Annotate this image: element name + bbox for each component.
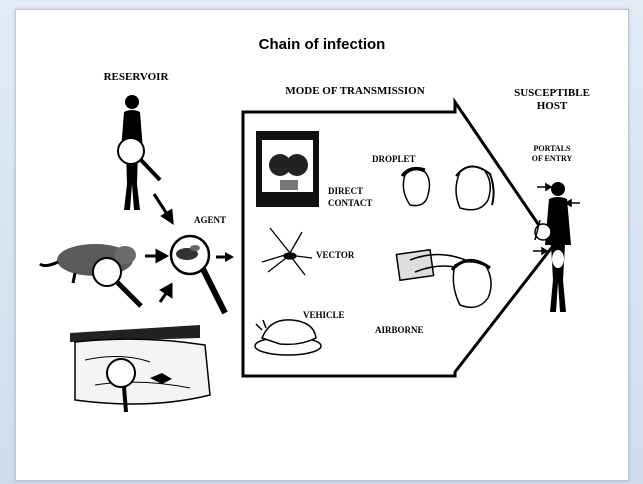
direct-contact-image <box>256 131 319 207</box>
airborne-label: AIRBORNE <box>375 325 424 335</box>
reservoir-animal-magnifier-icon <box>93 258 141 306</box>
direct-contact-label-line2: CONTACT <box>328 198 372 208</box>
portals-of-entry-label-line1: PORTALS <box>534 144 571 153</box>
reservoir-animal-figure <box>40 244 136 283</box>
vector-label: VECTOR <box>316 250 355 260</box>
reservoir-human-magnifier-icon <box>118 138 160 180</box>
direct-contact-label-line1: DIRECT <box>328 186 363 196</box>
reservoir-to-agent-arrows <box>145 194 172 302</box>
agent-label: AGENT <box>194 215 226 225</box>
reservoir-environment-figure <box>70 325 210 404</box>
agent-to-transmission-arrow <box>216 252 234 262</box>
diagram-title: Chain of infection <box>259 36 386 53</box>
mode-of-transmission-label: MODE OF TRANSMISSION <box>285 85 424 97</box>
reservoir-label: RESERVOIR <box>104 71 170 83</box>
agent-magnifier-icon <box>171 236 225 313</box>
susceptible-label: SUSCEPTIBLE <box>514 87 590 99</box>
droplet-label: DROPLET <box>372 154 416 164</box>
portals-of-entry-label-line2: OF ENTRY <box>532 154 573 163</box>
vehicle-label: VEHICLE <box>303 310 345 320</box>
host-label: HOST <box>537 100 568 112</box>
